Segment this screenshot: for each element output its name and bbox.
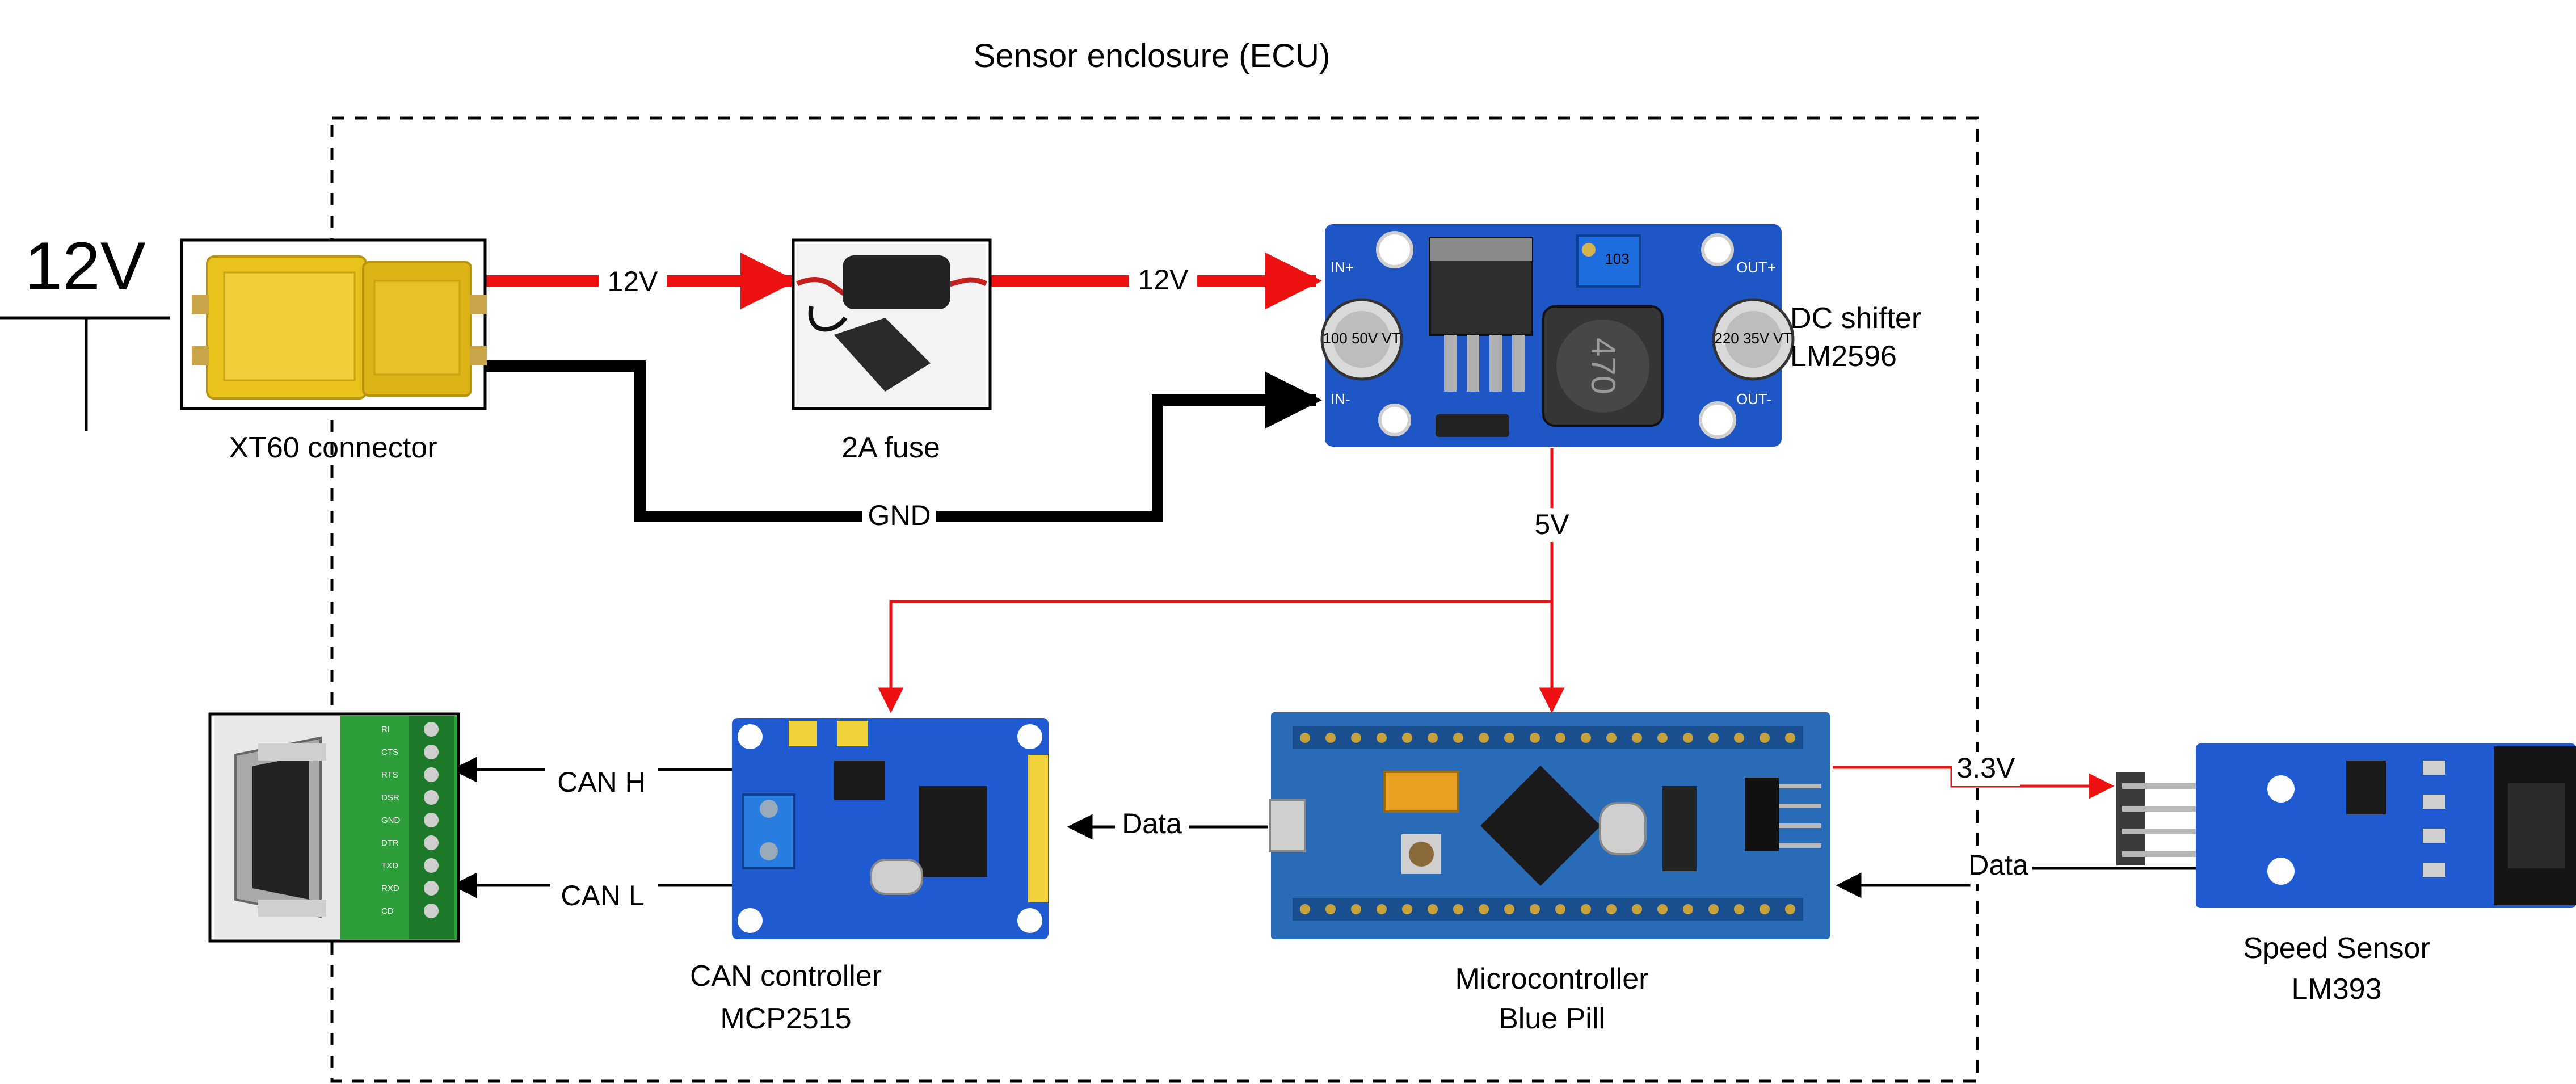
wire-label-12v-2: 12V (1138, 264, 1189, 296)
db9-terminals (424, 722, 439, 918)
enclosure-border (330, 116, 1979, 1083)
wire-label-12v-1: 12V (608, 266, 659, 297)
db9-pin-rts: RTS (381, 770, 398, 780)
wire-3v3: 3.3V (1833, 752, 2115, 799)
mcu-label-2: Blue Pill (1499, 1002, 1605, 1035)
wire-ground: GND (485, 360, 1322, 533)
db9-pin-rxd: RXD (381, 884, 399, 893)
wire-speed-data: Data (1836, 849, 2207, 898)
speed-label-2: LM393 (2292, 973, 2382, 1006)
wire-label-3v3: 3.3V (1957, 752, 2016, 784)
dc-shifter-cap-right: 220 35V VT (1714, 330, 1792, 347)
blue-pill-board: Microcontroller Blue Pill (1269, 712, 1830, 1035)
can-label-1: CAN controller (690, 960, 882, 993)
dc-shifter-inductor: 470 (1584, 338, 1622, 394)
dc-shifter-pot: 103 (1605, 250, 1629, 267)
enclosure-title: Sensor enclosure (ECU) (974, 37, 1331, 74)
db9-pin-labels: RI CTS RTS DSR GND DTR TXD RXD CD (381, 725, 401, 916)
wire-mcu-can-data: Data (1067, 808, 1268, 843)
db9-pin-dtr: DTR (381, 838, 399, 848)
wire-12v-fuse-shifter: 12V (990, 253, 1322, 309)
speed-label-1: Speed Sensor (2243, 932, 2430, 965)
blue-pill-top-pins (1300, 733, 1795, 743)
supply-label: 12V (24, 228, 146, 304)
db9-pin-ri: RI (381, 725, 390, 734)
wire-12v-xt60-fuse: 12V (485, 253, 797, 309)
wire-5v: 5V (878, 448, 1577, 713)
svg-text:OUT-: OUT- (1736, 390, 1771, 407)
can-controller-board: CAN controller MCP2515 (690, 718, 1049, 1035)
fuse: 2A fuse (792, 238, 992, 464)
wire-label-gnd: GND (868, 499, 931, 531)
xt60-label: XT60 connector (229, 431, 437, 464)
xt60-connector: XT60 connector (180, 238, 487, 464)
svg-text:IN+: IN+ (1331, 259, 1354, 276)
db9-pin-txd: TXD (381, 861, 398, 871)
supply-symbol: 12V (0, 228, 170, 431)
svg-text:IN-: IN- (1331, 390, 1350, 407)
fuse-label: 2A fuse (841, 431, 940, 464)
mcu-label-1: Microcontroller (1455, 963, 1649, 995)
wire-label-can-h: CAN H (557, 766, 646, 798)
dc-shifter-label-2: LM2596 (1790, 340, 1897, 373)
wire-can-h: CAN H (451, 757, 732, 800)
can-label-2: MCP2515 (720, 1002, 851, 1035)
wire-label-5v: 5V (1534, 509, 1569, 540)
db9-pin-cts: CTS (381, 747, 398, 757)
svg-text:OUT+: OUT+ (1736, 259, 1776, 276)
wire-label-can-l: CAN L (561, 880, 644, 911)
wire-can-l: CAN L (451, 872, 732, 915)
speed-sensor-board: Speed Sensor LM393 (2116, 743, 2576, 1006)
blue-pill-bottom-pins (1300, 904, 1795, 914)
db9-pin-cd: CD (381, 906, 394, 916)
dc-shifter-board: IN+ IN- OUT+ OUT- 100 50V VT 220 35V VT … (1320, 224, 1921, 447)
dc-shifter-cap-left: 100 50V VT (1323, 330, 1400, 347)
db9-connector: RI CTS RTS DSR GND DTR TXD RXD CD (208, 712, 460, 943)
wire-label-mcu-data: Data (1122, 808, 1182, 839)
wire-label-speed-data: Data (1968, 849, 2028, 881)
db9-pin-dsr: DSR (381, 793, 399, 803)
dc-shifter-label-1: DC shifter (1790, 302, 1921, 335)
db9-pin-gnd: GND (381, 816, 401, 825)
